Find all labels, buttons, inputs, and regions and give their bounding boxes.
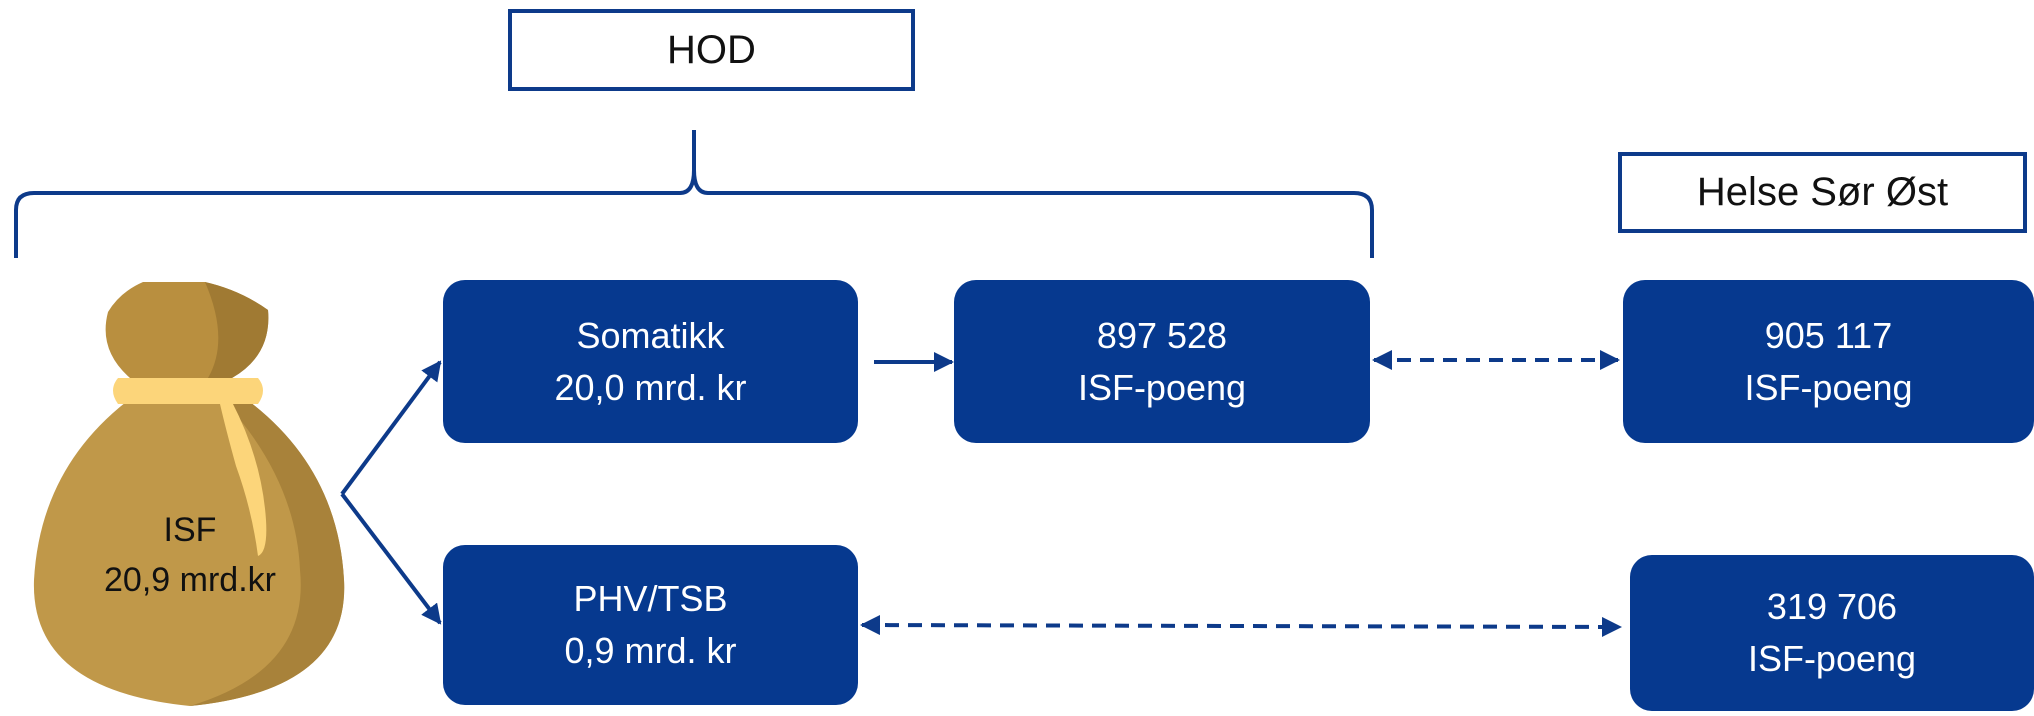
somatikk-line2: 20,0 mrd. kr [554, 366, 747, 408]
hod-bracket [14, 130, 1374, 258]
isf-total-line2: 20,9 mrd.kr [104, 561, 276, 599]
hso-phv-points-value: 319 706 [1766, 586, 1898, 627]
arrow-to-phv [340, 492, 442, 625]
dashed-link-bottom [860, 615, 1622, 637]
helse-sor-ost-label: Helse Sør Øst [1696, 170, 1949, 214]
hod-isf-points-unit: ISF-poeng [1077, 366, 1247, 408]
phv-tsb-line1: PHV/TSB [573, 578, 728, 619]
somatikk-line1: Somatikk [576, 314, 725, 356]
hso-somatikk-points-unit: ISF-poeng [1744, 366, 1913, 408]
helse-sor-ost-box: Helse Sør Øst [1618, 152, 2027, 233]
hso-phv-points-box: 319 706 ISF-poeng [1630, 555, 2034, 711]
somatikk-box: Somatikk 20,0 mrd. kr [443, 280, 858, 443]
arrow-to-somatikk [340, 360, 442, 496]
hso-somatikk-points-value: 905 117 [1764, 314, 1893, 356]
phv-tsb-box: PHV/TSB 0,9 mrd. kr [443, 545, 858, 705]
money-bag-icon [0, 270, 380, 711]
hso-phv-points-unit: ISF-poeng [1747, 638, 1917, 679]
hso-somatikk-points-box: 905 117 ISF-poeng [1623, 280, 2034, 443]
isf-total-line1: ISF [163, 511, 217, 549]
hod-label: HOD [667, 27, 756, 72]
hod-box: HOD [508, 9, 915, 91]
isf-total: ISF 20,9 mrd.kr [0, 505, 380, 605]
phv-tsb-line2: 0,9 mrd. kr [564, 630, 737, 671]
hod-isf-points-box: 897 528 ISF-poeng [954, 280, 1370, 443]
hod-isf-points-value: 897 528 [1096, 314, 1228, 356]
